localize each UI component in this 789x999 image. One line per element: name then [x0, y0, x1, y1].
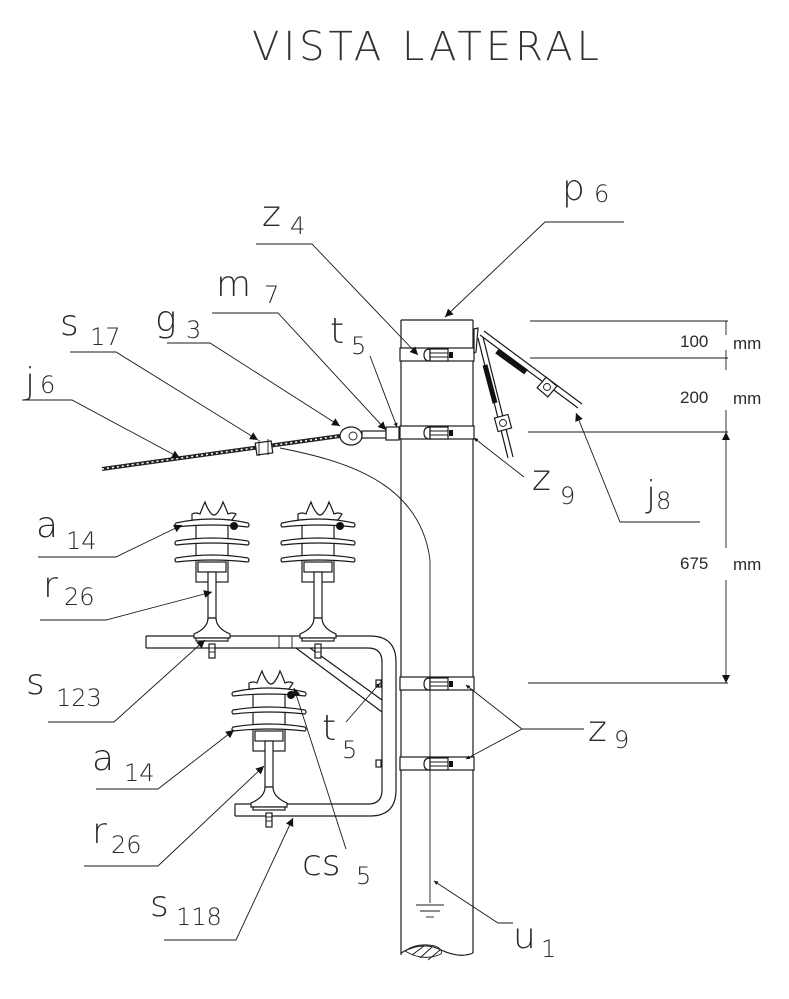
label-j6-sub: 6 [40, 371, 55, 399]
label-cs5-sub: 5 [356, 862, 371, 890]
label-g3-sub: 3 [186, 316, 201, 344]
dim-675-value: 675 [680, 554, 708, 573]
dim-200-unit: mm [733, 389, 761, 408]
guy-hardware [473, 327, 583, 459]
insulator-upper-left [174, 501, 250, 659]
dim-100-unit: mm [733, 334, 761, 353]
crossarm-upper [145, 635, 397, 817]
label-t5-top: t 5 [330, 311, 366, 360]
label-a14-bottom: a 14 [92, 738, 155, 787]
label-cs5: cs 5 [302, 843, 371, 890]
label-s118-main: s [150, 884, 169, 925]
leader-lines [22, 221, 700, 941]
label-s118-sub: 118 [176, 903, 222, 931]
label-a14-top-sub: 14 [66, 527, 97, 555]
label-j8: j 8 [645, 474, 671, 515]
label-z9-top-sub: 9 [560, 482, 575, 510]
label-z4-sub: 4 [290, 212, 305, 240]
label-j6-main: j [24, 361, 35, 402]
pole-clamp-3 [399, 676, 475, 691]
label-z9-bottom-main: z [588, 709, 607, 750]
label-a14-top: a 14 [36, 505, 97, 555]
label-z4: z 4 [262, 194, 305, 240]
dimensions [528, 320, 730, 684]
pole-clamp-4 [399, 756, 475, 771]
label-s17-sub: 17 [90, 323, 121, 351]
dim-200-value: 200 [680, 388, 708, 407]
dim-675-unit: mm [733, 555, 761, 574]
label-p6-main: p [562, 168, 585, 209]
label-j6: j 6 [24, 361, 55, 402]
messenger-cable [101, 426, 400, 471]
dim-100-value: 100 [680, 332, 708, 351]
label-r26-top-sub: 26 [64, 583, 95, 611]
label-p6-sub: 6 [594, 180, 609, 208]
label-z4-main: z [262, 194, 281, 235]
label-a14-top-main: a [36, 505, 58, 546]
label-s123-sub: 123 [56, 684, 102, 712]
label-s17-main: s [60, 303, 79, 344]
pole [400, 319, 474, 961]
label-r26-bottom-sub: 26 [111, 831, 142, 859]
label-t5-top-sub: 5 [351, 332, 366, 360]
drawing-title: VISTA LATERAL [252, 24, 603, 70]
label-s123-main: s [26, 662, 45, 703]
label-z9-bottom-sub: 9 [614, 726, 629, 754]
label-t5-bottom: t 5 [322, 708, 357, 764]
label-z9-bottom: z 9 [588, 709, 629, 754]
ground-wire [279, 447, 444, 918]
label-p6: p 6 [562, 168, 609, 209]
label-z9-top: z 9 [532, 458, 575, 510]
pole-clamp-2 [399, 425, 475, 440]
label-r26-top: r 26 [43, 565, 95, 611]
label-z9-top-main: z [532, 458, 551, 499]
label-u1: u 1 [513, 916, 556, 963]
label-m7: m 7 [216, 264, 279, 309]
label-m7-sub: 7 [264, 281, 279, 309]
label-s118: s 118 [150, 884, 222, 931]
label-t5-bottom-main: t [322, 708, 336, 749]
label-r26-bottom-main: r [92, 811, 107, 852]
label-s123: s 123 [26, 662, 102, 712]
label-r26-bottom: r 26 [92, 811, 142, 859]
label-t5-bottom-sub: 5 [342, 736, 357, 764]
label-cs5-main: cs [302, 843, 341, 884]
label-g3: g 3 [155, 299, 201, 344]
label-u1-sub: 1 [541, 935, 556, 963]
label-r26-top-main: r [43, 565, 58, 606]
label-a14-bottom-sub: 14 [124, 759, 155, 787]
label-s17: s 17 [60, 303, 121, 351]
insulator-upper-right [280, 501, 356, 659]
label-g3-main: g [155, 299, 177, 340]
label-m7-main: m [216, 264, 251, 305]
label-j8-sub: 8 [656, 487, 671, 515]
label-j8-main: j [645, 474, 656, 515]
label-a14-bottom-main: a [92, 738, 114, 779]
label-t5-top-main: t [330, 311, 344, 352]
pole-clamp-top [399, 347, 475, 362]
label-u1-main: u [513, 916, 536, 957]
